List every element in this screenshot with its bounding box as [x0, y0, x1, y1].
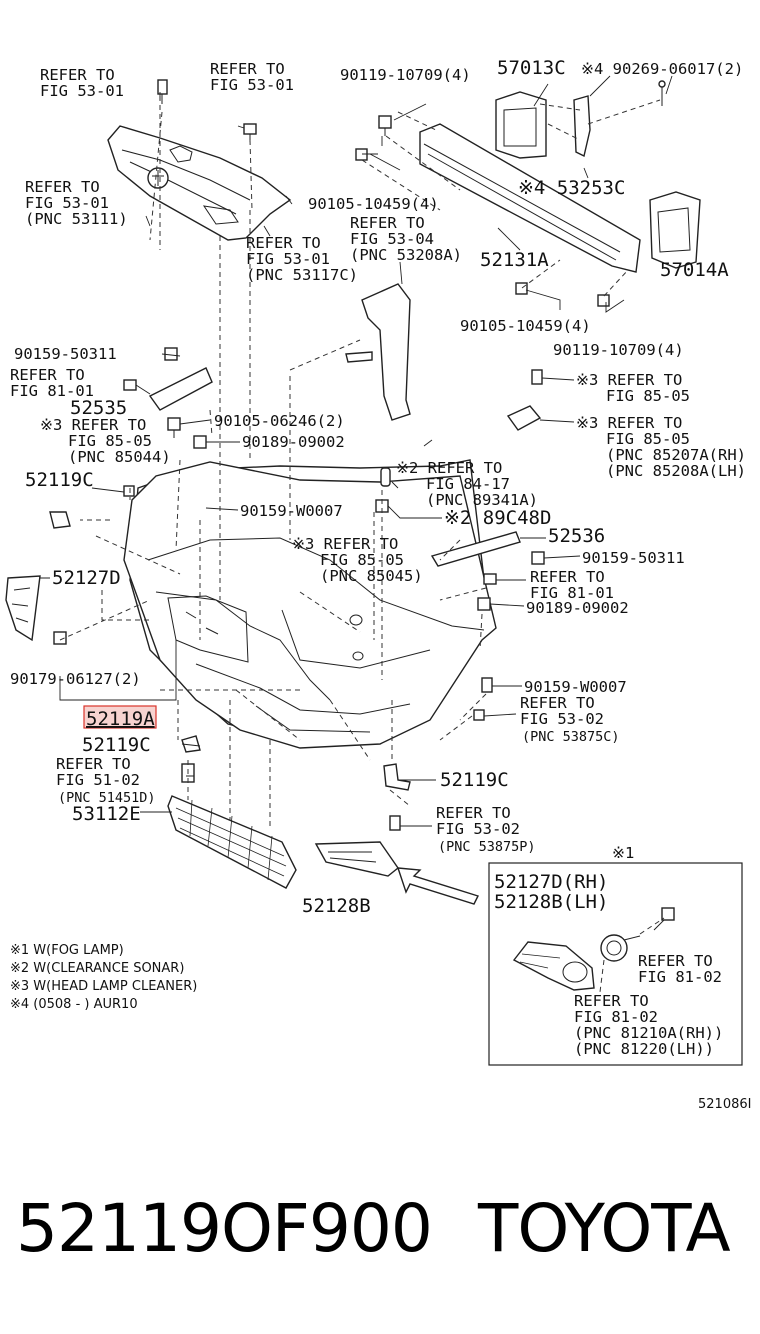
callout-53112E: 53112E	[72, 803, 141, 825]
callout-90189-09002-left: 90189-09002	[242, 433, 345, 451]
inset-title-lh: 52128B(LH)	[494, 891, 608, 913]
clip-52119C-right	[383, 763, 411, 791]
lower-grille-53112E	[167, 795, 297, 889]
bumper-reinforcement-part	[419, 91, 701, 273]
radiator-grille-part	[107, 125, 292, 241]
callout-52128B: 52128B	[302, 895, 371, 917]
bolt-90105-top	[355, 148, 378, 161]
clip-52119C-left-b	[49, 511, 71, 529]
callout-90105-10459-top: 90105-10459(4)	[308, 195, 439, 213]
lamp-cleaner-nozzle	[506, 405, 542, 431]
inset-marker: ※1	[612, 844, 634, 862]
callout-90119-10709-top: 90119-10709(4)	[340, 66, 471, 84]
clip-90159-50311-right	[531, 551, 545, 565]
callout-52127D: 52127D	[52, 567, 121, 589]
diagram-id: 521086I	[698, 1097, 751, 1112]
callout-90159-W0007-right: 90159-W0007	[524, 678, 627, 696]
clip-90159-left	[164, 347, 178, 361]
callout-90119-10709-bot: 90119-10709(4)	[553, 341, 684, 359]
callout-52131A: 52131A	[480, 249, 549, 271]
callout-90105-10459-bot: 90105-10459(4)	[460, 317, 591, 335]
grille-screw-1	[243, 123, 257, 142]
callout-52536: 52536	[548, 525, 605, 547]
inset-screw	[653, 907, 675, 931]
clip-90159-W0007-right	[481, 677, 493, 693]
footer-part-number: 52119OF900	[16, 1190, 433, 1267]
lamp-cleaner-clip	[531, 369, 543, 385]
bolt-90119-bottom	[597, 294, 610, 307]
leader-lines	[40, 75, 673, 830]
arrow-to-inset	[396, 867, 479, 905]
nut-90179	[53, 631, 67, 645]
callout-90159-50311-left: 90159-50311	[14, 345, 117, 363]
sonar-sensor	[380, 467, 391, 487]
nut-90189-right	[477, 597, 491, 611]
clip-refer8101-right	[483, 573, 497, 585]
legend-notes: ※1 W(FOG LAMP) ※2 W(CLEARANCE SONAR) ※3 …	[10, 943, 197, 1012]
inset-fog-lamp	[600, 934, 641, 962]
support-bracket-part	[345, 283, 411, 421]
inset-fog-cover	[512, 941, 595, 991]
note-3: ※3 W(HEAD LAMP CLEANER)	[10, 979, 197, 994]
callout-90179-06127: 90179-06127(2)	[10, 670, 141, 688]
clip-52536	[430, 531, 521, 567]
callout-52535: 52535	[70, 397, 127, 419]
callout-90159-W0007-left: 90159-W0007	[240, 502, 343, 520]
callout-52119C-left: 52119C	[25, 469, 94, 491]
clip-refer8101-left	[123, 379, 137, 391]
highlighted-part-52119A[interactable]: 52119A	[83, 705, 157, 730]
callout-57014A: 57014A	[660, 259, 729, 281]
inset-title-rh: 52127D(RH)	[494, 871, 608, 893]
footer: 52119OF900 TOYOTA	[0, 1190, 760, 1290]
callout-52119C-right: 52119C	[440, 769, 509, 791]
nut-90189-left	[193, 435, 207, 449]
fog-cover-52127D	[5, 575, 41, 642]
svg-text:52119A: 52119A	[86, 708, 155, 730]
clip-52119C-mid	[181, 735, 201, 753]
bolt-90105-bottom	[515, 282, 528, 295]
callout-52119C-mid: 52119C	[82, 734, 151, 756]
callout-90105-06246: 90105-06246(2)	[214, 412, 345, 430]
bolt-90119-top	[378, 115, 392, 136]
callout-90159-50311-right: 90159-50311	[582, 549, 685, 567]
callout-57013C: 57013C	[497, 57, 566, 79]
note-4: ※4 (0508 - ) AUR10	[10, 997, 138, 1012]
footer-brand: TOYOTA	[478, 1190, 731, 1267]
note-2: ※2 W(CLEARANCE SONAR)	[10, 961, 184, 976]
callout-90189-09002-right: 90189-09002	[526, 599, 629, 617]
note-1: ※1 W(FOG LAMP)	[10, 943, 124, 958]
grille-clip-1	[157, 79, 168, 104]
bumper-cover-part	[123, 459, 497, 749]
callout-89C48D: ※2 89C48D	[444, 507, 551, 529]
fog-cover-52128B	[314, 841, 399, 877]
clip-refer5302-a	[473, 709, 485, 721]
clip-52119C-left-a	[123, 485, 135, 497]
callout-53253C: ※4 53253C	[518, 177, 625, 199]
clip-refer5302-b	[389, 815, 401, 831]
bolt-90269	[658, 80, 666, 106]
bolt-90105-06246	[167, 417, 181, 438]
callout-90269-06017: ※4 90269-06017(2)	[581, 60, 743, 78]
bracket-52535	[148, 367, 213, 411]
